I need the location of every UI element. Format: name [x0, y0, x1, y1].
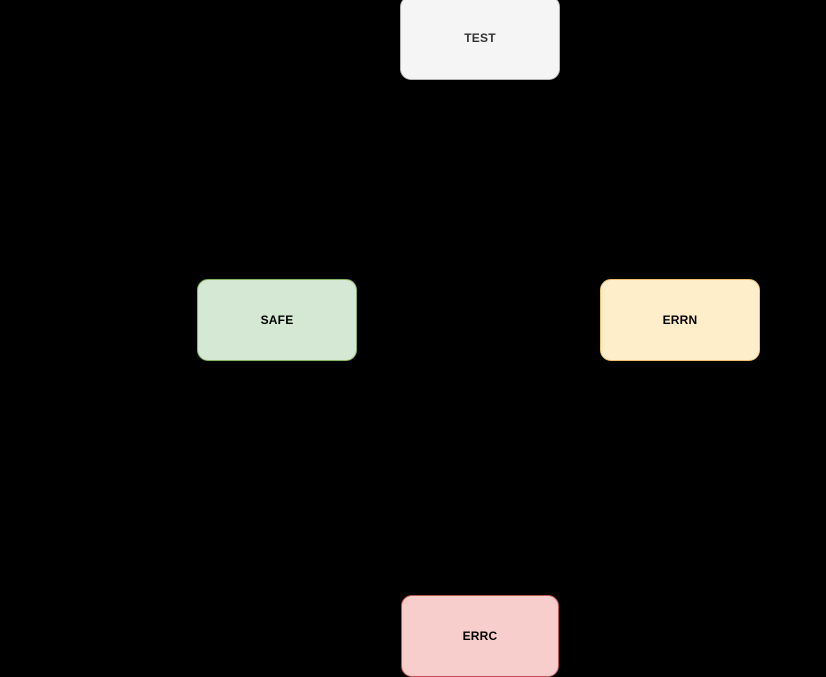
diagram-node-safe-label: SAFE [260, 312, 294, 327]
diagram-node-errn-label: ERRN [662, 312, 698, 327]
diagram-node-errc[interactable]: ERRC [401, 595, 559, 677]
diagram-node-errc-label: ERRC [462, 628, 498, 643]
diagram-node-safe[interactable]: SAFE [197, 279, 357, 361]
diagram-node-test[interactable]: TEST [400, 0, 560, 80]
diagram-node-test-label: TEST [464, 30, 496, 45]
diagram-node-errn[interactable]: ERRN [600, 279, 760, 361]
